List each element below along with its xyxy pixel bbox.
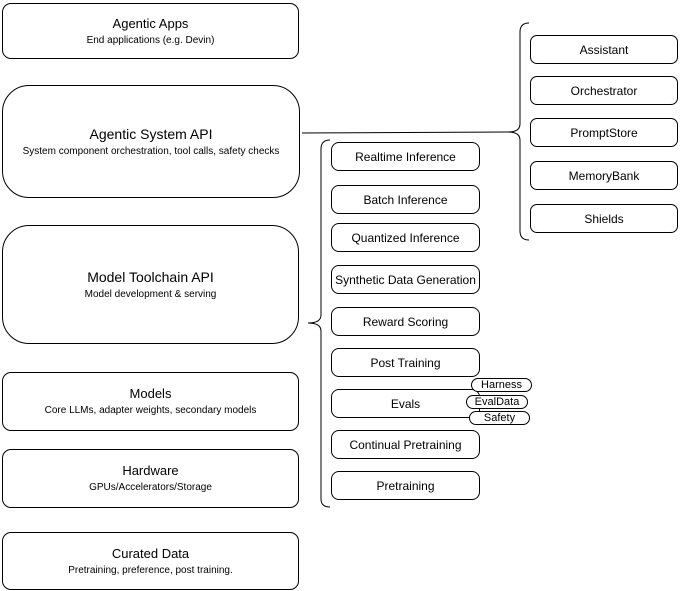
toolchain-item-label: Evals xyxy=(390,396,421,411)
system-item-orchestrator: Orchestrator xyxy=(530,76,678,105)
stack-box-subtitle: System component orchestration, tool cal… xyxy=(22,145,280,157)
stack-box-subtitle: Model development & serving xyxy=(84,288,217,300)
toolchain-group-brace xyxy=(307,139,331,508)
system-item-label: Orchestrator xyxy=(570,83,638,98)
stack-box-agentic-apps: Agentic Apps End applications (e.g. Devi… xyxy=(2,3,299,59)
toolchain-item-reward-scoring: Reward Scoring xyxy=(331,307,480,336)
toolchain-item-label: Post Training xyxy=(370,355,441,370)
evals-tag-evaldata: EvalData xyxy=(466,395,528,409)
system-item-label: PromptStore xyxy=(570,125,638,140)
stack-box-title: Hardware xyxy=(122,463,179,478)
system-item-label: Shields xyxy=(584,211,624,226)
system-item-memorybank: MemoryBank xyxy=(530,161,678,190)
toolchain-item-synthetic-data-generation: Synthetic Data Generation xyxy=(331,265,480,294)
evals-tag-safety: Safety xyxy=(469,411,530,425)
toolchain-item-label: Synthetic Data Generation xyxy=(335,272,476,287)
toolchain-item-label: Continual Pretraining xyxy=(349,437,462,452)
toolchain-item-label: Pretraining xyxy=(376,478,435,493)
evals-tag-label: EvalData xyxy=(474,396,520,408)
evals-tag-harness: Harness xyxy=(471,378,532,392)
system-item-label: Assistant xyxy=(579,42,629,57)
toolchain-item-pretraining: Pretraining xyxy=(331,471,480,500)
stack-box-title: Agentic System API xyxy=(89,125,213,142)
stack-box-hardware: Hardware GPUs/Accelerators/Storage xyxy=(2,449,299,508)
toolchain-item-label: Quantized Inference xyxy=(351,230,460,245)
toolchain-item-post-training: Post Training xyxy=(331,348,480,377)
stack-box-model-toolchain-api: Model Toolchain API Model development & … xyxy=(2,225,299,344)
stack-box-curated-data: Curated Data Pretraining, preference, po… xyxy=(2,532,299,590)
evals-tag-label: Safety xyxy=(483,412,516,424)
stack-box-subtitle: Pretraining, preference, post training. xyxy=(68,564,233,576)
stack-box-subtitle: End applications (e.g. Devin) xyxy=(86,34,215,46)
stack-box-agentic-system-api: Agentic System API System component orch… xyxy=(2,85,300,198)
toolchain-item-continual-pretraining: Continual Pretraining xyxy=(331,430,480,459)
system-group-brace xyxy=(507,22,530,241)
stack-box-title: Models xyxy=(129,386,172,401)
toolchain-item-realtime-inference: Realtime Inference xyxy=(331,142,480,171)
system-item-label: MemoryBank xyxy=(568,168,640,183)
toolchain-item-label: Batch Inference xyxy=(363,192,448,207)
toolchain-item-label: Reward Scoring xyxy=(362,314,449,329)
system-connector-line xyxy=(301,131,509,134)
stack-box-title: Agentic Apps xyxy=(112,15,189,31)
stack-box-models: Models Core LLMs, adapter weights, secon… xyxy=(2,372,299,431)
evals-tag-label: Harness xyxy=(481,379,522,391)
stack-box-title: Curated Data xyxy=(111,545,190,561)
stack-box-title: Model Toolchain API xyxy=(87,268,214,285)
toolchain-item-batch-inference: Batch Inference xyxy=(331,185,480,214)
system-item-shields: Shields xyxy=(530,204,678,233)
stack-box-subtitle: GPUs/Accelerators/Storage xyxy=(89,482,212,493)
system-item-assistant: Assistant xyxy=(530,35,678,64)
system-item-promptstore: PromptStore xyxy=(530,118,678,147)
toolchain-item-quantized-inference: Quantized Inference xyxy=(331,223,480,252)
toolchain-item-evals: Evals xyxy=(331,389,480,418)
toolchain-item-label: Realtime Inference xyxy=(355,149,456,164)
stack-box-subtitle: Core LLMs, adapter weights, secondary mo… xyxy=(44,405,257,416)
